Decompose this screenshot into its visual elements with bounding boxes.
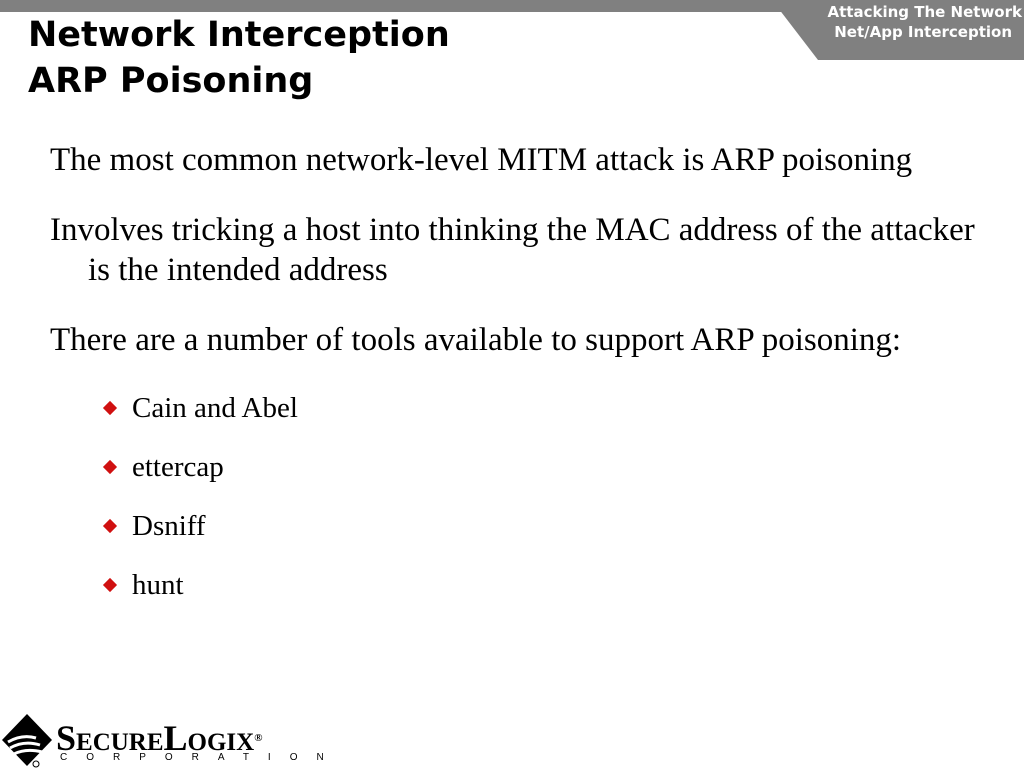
- diamond-bullet-icon: [102, 400, 118, 416]
- tool-item: Cain and Abel: [50, 390, 990, 426]
- section-label-secondary: Net/App Interception: [834, 23, 1012, 41]
- slide-body: The most common network-level MITM attac…: [50, 140, 990, 626]
- company-logo: SecureLogix® CORPORATION: [0, 712, 324, 768]
- section-tab: [772, 0, 1024, 60]
- tool-item-label: hunt: [132, 569, 184, 601]
- logo-wordmark: SecureLogix®: [56, 720, 262, 756]
- tool-item: hunt: [50, 567, 990, 603]
- tool-item: Dsniff: [50, 508, 990, 544]
- tool-item-label: Cain and Abel: [132, 392, 298, 424]
- diamond-bullet-icon: [102, 518, 118, 534]
- logo-wordmark-text: SecureLogix: [56, 718, 255, 758]
- bullet-paragraph-1: The most common network-level MITM attac…: [50, 142, 913, 178]
- bullet-paragraph-3: There are a number of tools available to…: [50, 322, 902, 358]
- slide-title-line1: Network Interception: [28, 15, 450, 55]
- tool-item-label: ettercap: [132, 451, 224, 483]
- diamond-bullet-icon: [102, 577, 118, 593]
- tool-list: Cain and Abel ettercap Dsniff hunt: [50, 390, 990, 603]
- diamond-bullet-icon: [102, 459, 118, 475]
- section-label-primary: Attacking The Network: [827, 3, 1022, 21]
- logo-corporation-text: CORPORATION: [60, 752, 343, 763]
- tool-item: ettercap: [50, 449, 990, 485]
- securelogix-diamond-logo-icon: [2, 714, 52, 768]
- slide-title-line2: ARP Poisoning: [28, 61, 314, 101]
- tool-item-label: Dsniff: [132, 510, 206, 542]
- registered-mark: ®: [254, 732, 263, 744]
- slide-title: Network Interception ARP Poisoning: [28, 12, 450, 104]
- bullet-paragraph-2: Involves tricking a host into thinking t…: [50, 212, 975, 288]
- top-bar: [0, 0, 1024, 12]
